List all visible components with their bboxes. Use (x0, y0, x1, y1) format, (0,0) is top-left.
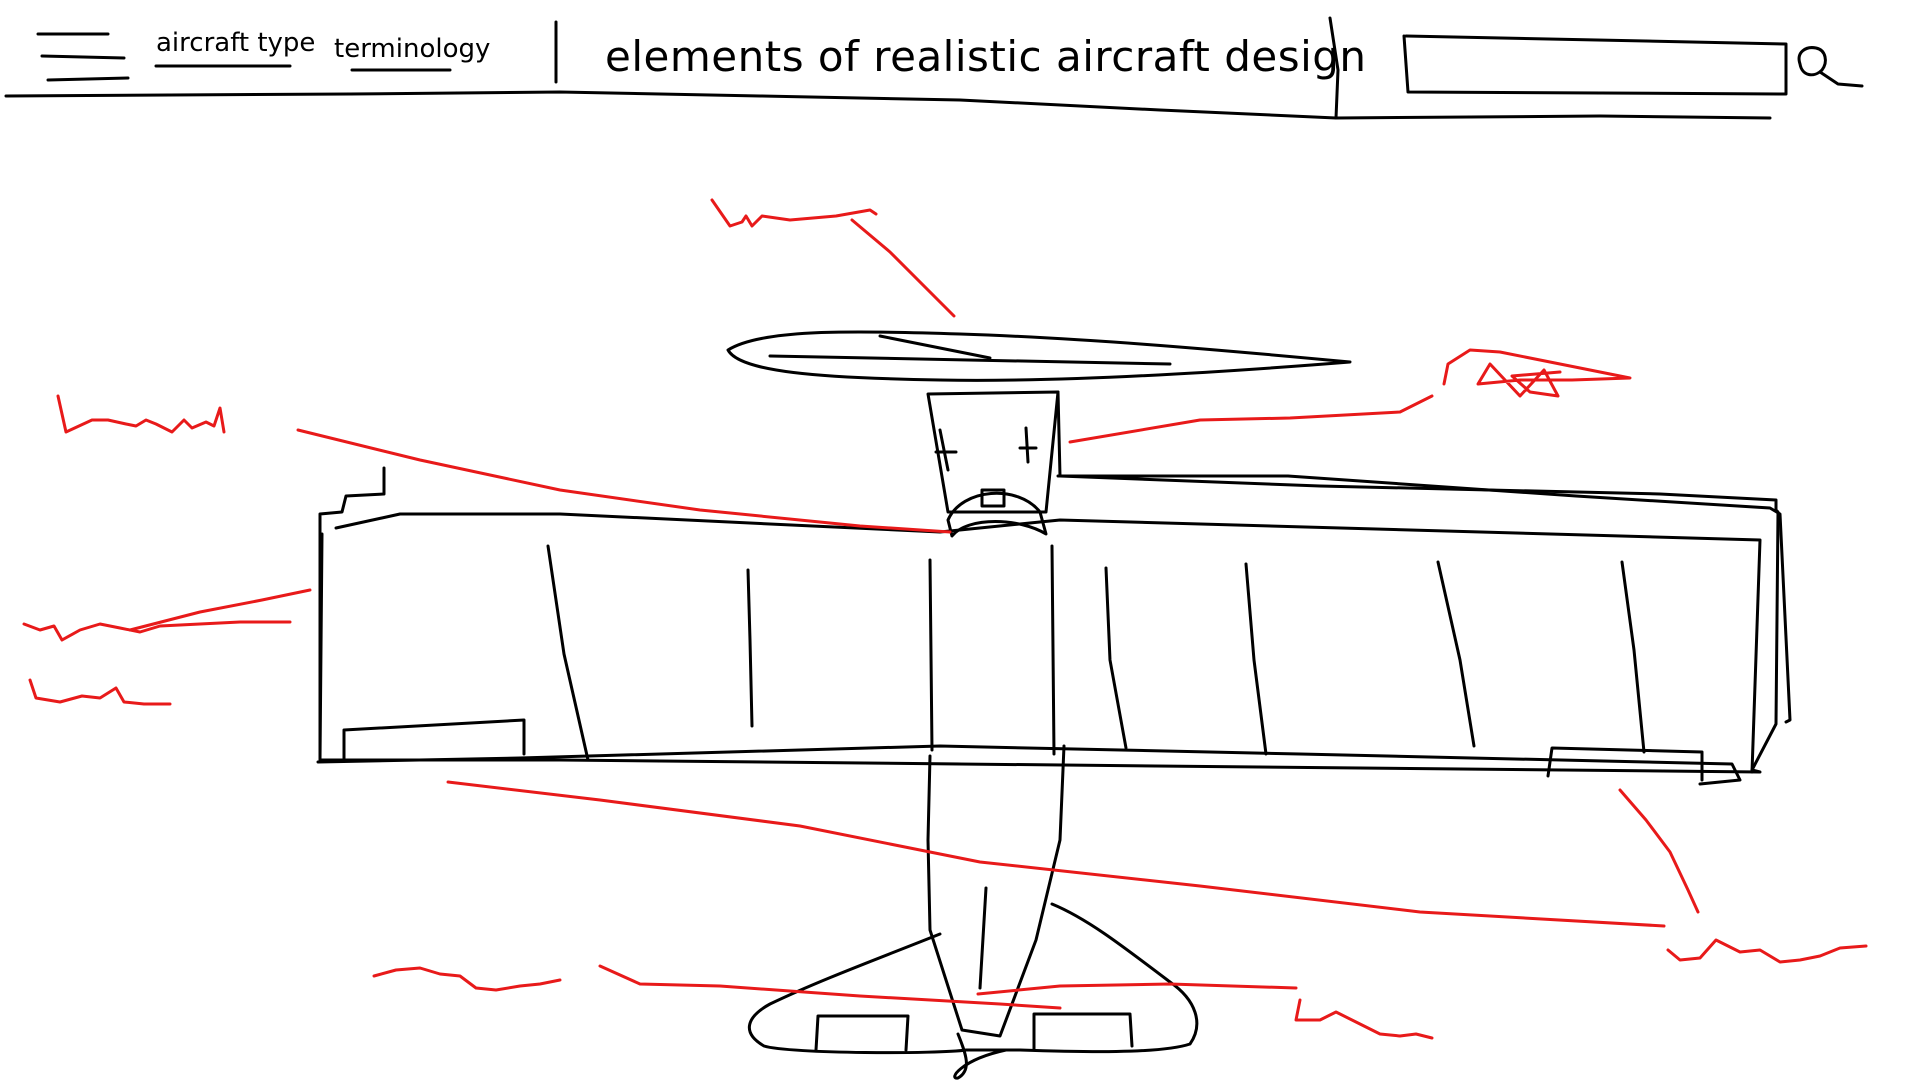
aircraft-sketch (318, 332, 1790, 1078)
annotation-lower-wing (30, 680, 170, 704)
annotation-propeller (712, 200, 876, 226)
menu-button[interactable] (34, 26, 130, 86)
annotation-aileron (1620, 790, 1698, 912)
search-input[interactable] (1408, 42, 1786, 92)
annotations (24, 200, 1866, 1038)
nav-link-aircraft-type[interactable]: aircraft type (156, 28, 315, 58)
annotation-upper-wing (24, 622, 290, 640)
search-button[interactable] (1794, 42, 1868, 92)
nav-underlines (156, 66, 450, 70)
annotation-cockpit (58, 396, 224, 432)
nav-link-terminology[interactable]: terminology (334, 34, 490, 64)
upper-wing (320, 392, 1778, 772)
page-title: elements of realistic aircraft design (605, 32, 1367, 81)
aileron-left (344, 720, 524, 760)
annotation-rudder (1296, 1000, 1432, 1038)
annotation-cowling (1444, 350, 1630, 396)
annotation-tail (374, 968, 560, 990)
header-baseline (6, 92, 1770, 118)
